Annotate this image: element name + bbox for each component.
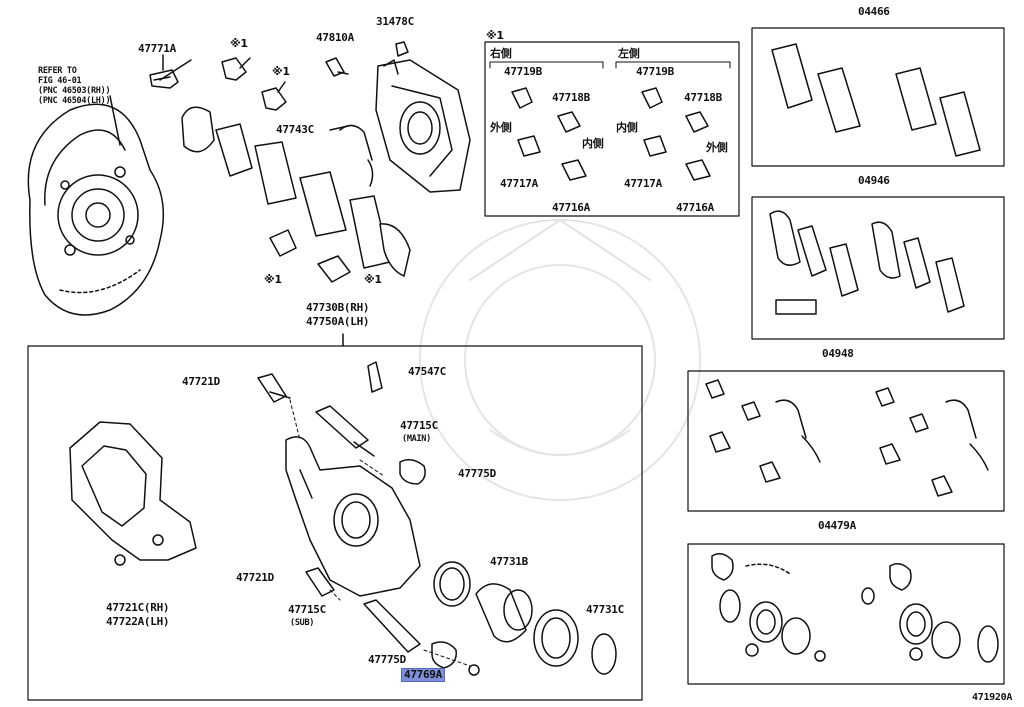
label-47775d-top[interactable]: 47775D <box>458 467 496 480</box>
clip-47771a <box>149 54 179 89</box>
label-outer-r: 外側 <box>490 121 512 134</box>
label-47717a-l[interactable]: 47717A <box>624 177 662 190</box>
caliper-assembly-box <box>27 345 643 701</box>
header-rh: 右側 <box>490 47 512 60</box>
boot-47775d-bot <box>431 641 457 669</box>
label-47719b-l[interactable]: 47719B <box>636 65 674 78</box>
box-04466 <box>751 27 1005 167</box>
label-04479a[interactable]: 04479A <box>818 519 856 532</box>
label-47715c-top[interactable]: 47715C <box>400 419 438 432</box>
label-04466[interactable]: 04466 <box>858 5 890 18</box>
shim-set-icons <box>511 87 711 181</box>
bleeder-47547c <box>367 361 383 393</box>
bleeder-47810a <box>325 57 349 77</box>
refer-line-3: (PNC 46503(RH)) <box>38 86 111 96</box>
diagram-id: 471920A <box>972 692 1013 703</box>
caliper-top <box>375 59 471 193</box>
piston-seal-47731b <box>433 561 471 607</box>
pin-47715c-sub <box>363 599 421 653</box>
box-shims-set <box>484 41 740 217</box>
label-47721d-top[interactable]: 47721D <box>182 375 220 388</box>
mounting-bracket <box>69 421 197 566</box>
bolt-47721d-top <box>257 373 291 403</box>
watermark-emblem <box>419 219 701 501</box>
label-47718b-r[interactable]: 47718B <box>552 91 590 104</box>
cap-31478c <box>395 41 409 57</box>
seal-kit-04479a <box>711 553 999 663</box>
refer-line-2: FIG 46-01 <box>38 76 82 86</box>
label-sub: (SUB) <box>290 618 315 628</box>
label-47715c-bot[interactable]: 47715C <box>288 603 326 616</box>
note-mark-2: ※1 <box>272 65 290 78</box>
label-04948[interactable]: 04948 <box>822 347 854 360</box>
label-47750a[interactable]: 47750A(LH) <box>306 315 370 328</box>
label-47771a[interactable]: 47771A <box>138 42 176 55</box>
cap-47769a <box>468 664 480 676</box>
label-47547c[interactable]: 47547C <box>408 365 446 378</box>
label-47716a-l[interactable]: 47716A <box>676 201 714 214</box>
label-04946[interactable]: 04946 <box>858 174 890 187</box>
note-mark-1: ※1 <box>230 37 248 50</box>
boot-47775d-top <box>399 459 426 485</box>
note-mark-3: ※1 <box>264 273 282 286</box>
pad-shims-top <box>221 57 351 283</box>
label-47719b-r[interactable]: 47719B <box>504 65 542 78</box>
label-47721c[interactable]: 47721C(RH) <box>106 601 170 614</box>
ring-47731c <box>591 633 617 675</box>
springs-04948 <box>705 379 989 497</box>
box-04479a <box>687 543 1005 685</box>
boot <box>533 609 579 667</box>
piston <box>475 583 533 643</box>
label-31478c[interactable]: 31478C <box>376 15 414 28</box>
label-47721d-bot[interactable]: 47721D <box>236 571 274 584</box>
bolt-47721d-bot <box>305 567 335 597</box>
shims-04946 <box>769 210 965 315</box>
refer-line-1: REFER TO <box>38 66 77 76</box>
refer-line-4: (PNC 46504(LH)) <box>38 96 111 106</box>
caliper-body <box>285 436 421 597</box>
label-47775d-bot[interactable]: 47775D <box>368 653 406 666</box>
label-inner-r: 内側 <box>582 137 604 150</box>
note-mark-4: ※1 <box>364 273 382 286</box>
label-47717a-r[interactable]: 47717A <box>500 177 538 190</box>
label-47769a-highlighted[interactable]: 47769A <box>401 668 445 682</box>
label-47722a[interactable]: 47722A(LH) <box>106 615 170 628</box>
label-main: (MAIN) <box>402 434 431 444</box>
pin-47715c-main <box>315 405 375 457</box>
label-47718b-l[interactable]: 47718B <box>684 91 722 104</box>
pads-04466 <box>771 43 981 157</box>
box-04948 <box>687 370 1005 512</box>
label-47731c[interactable]: 47731C <box>586 603 624 616</box>
pads-center <box>181 106 411 277</box>
backing-plate <box>27 95 165 316</box>
label-47731b[interactable]: 47731B <box>490 555 528 568</box>
label-47730b[interactable]: 47730B(RH) <box>306 301 370 314</box>
header-lh: 左側 <box>618 47 640 60</box>
label-47810a[interactable]: 47810A <box>316 31 354 44</box>
box-04946 <box>751 196 1005 340</box>
label-47716a-r[interactable]: 47716A <box>552 201 590 214</box>
label-47743c[interactable]: 47743C <box>276 123 314 136</box>
label-outer-l: 外側 <box>706 141 728 154</box>
label-inner-l: 内側 <box>616 121 638 134</box>
note-mark-box: ※1 <box>486 29 504 42</box>
